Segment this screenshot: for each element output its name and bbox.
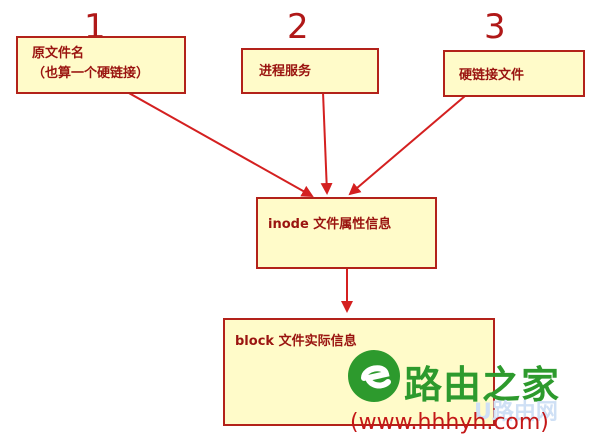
arrow-process-to-inode: [320, 91, 333, 195]
node-hard-link-file: 硬链接文件: [443, 50, 585, 97]
watermark-logo-icon: [348, 350, 400, 402]
node-original-file: 原文件名 （也算一个硬链接）: [16, 36, 186, 94]
watermark-name: 路由之家: [404, 363, 561, 407]
node-original-file-note: （也算一个硬链接）: [32, 66, 150, 81]
node-process-service: 进程服务: [241, 48, 379, 94]
arrow-hardlink-to-inode: [348, 95, 466, 196]
watermark-url: (www.hhhyh.com): [350, 410, 549, 435]
node-inode-label: inode 文件属性信息: [268, 217, 392, 232]
label-1: 1: [84, 7, 106, 47]
node-block: block 文件实际信息: [223, 318, 495, 426]
watermark-faint-text: U路由网: [474, 400, 558, 425]
node-inode: inode 文件属性信息: [256, 197, 437, 269]
node-process-service-label: 进程服务: [259, 64, 312, 79]
node-hard-link-file-label: 硬链接文件: [459, 68, 525, 83]
arrow-original-to-inode: [119, 87, 314, 197]
label-2: 2: [287, 7, 309, 47]
node-block-label: block 文件实际信息: [235, 334, 357, 349]
label-3: 3: [484, 7, 506, 47]
node-original-file-title: 原文件名: [32, 46, 85, 61]
